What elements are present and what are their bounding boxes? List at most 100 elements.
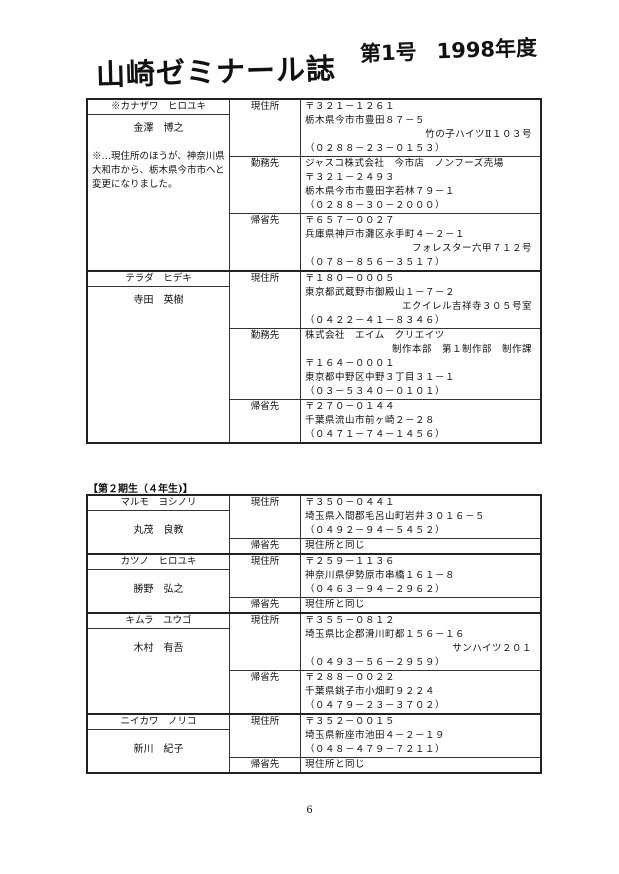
address-line: （０４７９－２３－３７０２） (305, 700, 446, 711)
address-line: 〒３５２－００１５ (305, 716, 396, 727)
name-kana: テラダ ヒデキ (88, 272, 229, 287)
name-kanji: 金澤 博之 (133, 123, 184, 134)
address-row: 帰省先〒２８８－００２２ 千葉県銚子市小畑町９２２４ （０４７９－２３－３７０２） (230, 671, 540, 713)
issue-info: 第1号 1998年度 (359, 31, 557, 68)
address-row: 現住所〒３５２－００１５ 埼玉県新座市池田４－２－１９ （０４８－４７９－７２１１） (230, 715, 540, 758)
address-line: （０４８－４７９－７２１１） (305, 744, 446, 755)
address-row: 現住所〒３２１－１２６１ 栃木県今市市豊田８７－５ 竹の子ハイツⅡ１０３号 （０２８８… (230, 100, 540, 157)
person-cell: テラダ ヒデキ寺田 英樹 (88, 272, 230, 442)
person-cell: ※カナザワ ヒロユキ金澤 博之 ※…現住所のほうが、神奈川県大和市から、栃木県今市… (88, 100, 230, 270)
address-line: （０２８８－２３－０１５３） (305, 143, 446, 154)
address-row: 帰省先〒６５７－００２７ 兵庫県神戸市灘区永手町４－２－１ フォレスター六甲７１２号… (230, 214, 540, 270)
person-cell: カツノ ヒロユキ勝野 弘之 (88, 555, 230, 612)
address-type-label: 現住所 (230, 555, 301, 597)
address-line: ジャスコ株式会社 今市店 ノンフーズ売場 (305, 158, 504, 169)
address-line: 〒６５７－００２７ (305, 215, 396, 226)
address-line: （０４７１－７４－１４５６） (305, 429, 446, 440)
name-kana: ※カナザワ ヒロユキ (88, 100, 229, 115)
address-line: 〒３２１－２４９３ (305, 172, 396, 183)
address-type-label: 現住所 (230, 614, 301, 670)
address-line: 神奈川県伊勢原市串橋１６１－８ (305, 570, 456, 581)
address-list: 現住所〒３５２－００１５ 埼玉県新座市池田４－２－１９ （０４８－４７９－７２１１）… (230, 715, 540, 772)
address-line: 制作本部 第１制作部 制作課 (391, 344, 532, 355)
address-lines: 〒３２１－１２６１ 栃木県今市市豊田８７－５ 竹の子ハイツⅡ１０３号 （０２８８－２３… (301, 100, 540, 156)
address-row: 現住所〒２５９－１１３６ 神奈川県伊勢原市串橋１６１－８ （０４６３－９４－２９６２… (230, 555, 540, 598)
page-number: 6 (306, 805, 313, 816)
address-lines: 現住所と同じ (301, 598, 540, 612)
issue-year: 1998年度 (436, 35, 538, 64)
address-line: 千葉県銚子市小畑町９２２４ (305, 686, 436, 697)
address-lines: 〒２８８－００２２ 千葉県銚子市小畑町９２２４ （０４７９－２３－３７０２） (301, 671, 540, 713)
address-line: 〒２５９－１１３６ (305, 556, 396, 567)
address-line: 埼玉県入間郡毛呂山町岩井３０１６－５ (305, 511, 486, 522)
issue-number: 第1号 (359, 40, 418, 66)
name-kana: キムラ ユウゴ (88, 614, 229, 629)
address-type-label: 帰省先 (230, 214, 301, 270)
address-line: 東京都武蔵野市御殿山１－７－２ (305, 287, 456, 298)
address-line: フォレスター六甲７１２号 (411, 243, 532, 254)
address-line: 竹の子ハイツⅡ１０３号 (425, 129, 532, 140)
address-type-label: 帰省先 (230, 758, 301, 772)
address-line: 〒１８０－０００５ (305, 273, 396, 284)
address-lines: ジャスコ株式会社 今市店 ノンフーズ売場〒３２１－２４９３ 栃木県今市市豊田字若林… (301, 157, 540, 213)
address-line: 〒２８８－００２２ (305, 672, 396, 683)
name-kana: マルモ ヨシノリ (88, 496, 229, 511)
address-line: （０２８８－３０－２０００） (305, 200, 446, 211)
address-line: （０４９２－９４－５４５２） (305, 525, 446, 536)
name-kanji: 丸茂 良教 (133, 525, 184, 536)
address-type-label: 帰省先 (230, 671, 301, 713)
address-line: 埼玉県比企郡滑川町都１５６－１６ (305, 629, 466, 640)
address-row: 帰省先現住所と同じ (230, 758, 540, 772)
address-line: 現住所と同じ (305, 759, 366, 770)
address-lines: 現住所と同じ (301, 758, 540, 772)
name-kanji: 木村 有吾 (133, 643, 184, 654)
address-line: （０３－５３４０－０１０１） (305, 386, 446, 397)
address-line: （０７８－８５６－３５１７） (305, 257, 446, 268)
address-line: 栃木県今市市豊田字若林７９－１ (305, 186, 456, 197)
address-line: 兵庫県神戸市灘区永手町４－２－１ (305, 229, 466, 240)
address-row: 勤務先株式会社 エイム クリエイツ制作本部 第１制作部 制作課〒１６４－０００１… (230, 329, 540, 400)
address-line: サンハイツ２０１ (452, 643, 532, 654)
person-entry: ※カナザワ ヒロユキ金澤 博之 ※…現住所のほうが、神奈川県大和市から、栃木県今市… (88, 100, 540, 272)
address-line: （０４９３－５６－２９５９） (305, 657, 446, 668)
address-line: 〒２７０－０１４４ (305, 401, 396, 412)
address-type-label: 現住所 (230, 715, 301, 757)
name-kana: カツノ ヒロユキ (88, 555, 229, 570)
address-line: 栃木県今市市豊田８７－５ (305, 115, 426, 126)
person-cell: キムラ ユウゴ木村 有吾 (88, 614, 230, 713)
address-type-label: 帰省先 (230, 400, 301, 442)
address-type-label: 勤務先 (230, 157, 301, 213)
address-list: 現住所〒３２１－１２６１ 栃木県今市市豊田８７－５ 竹の子ハイツⅡ１０３号 （０２８８… (230, 100, 540, 270)
address-list: 現住所〒３５５－０８１２ 埼玉県比企郡滑川町都１５６－１６ サンハイツ２０１ （０４９… (230, 614, 540, 713)
address-line: 〒３５５－０８１２ (305, 615, 396, 626)
person-cell: ニイカワ ノリコ新川 紀子 (88, 715, 230, 772)
address-table-alumni: ※カナザワ ヒロユキ金澤 博之 ※…現住所のほうが、神奈川県大和市から、栃木県今市… (86, 98, 542, 444)
address-line: 〒３２１－１２６１ (305, 101, 396, 112)
name-kana: ニイカワ ノリコ (88, 715, 229, 730)
address-line: 〒１６４－０００１ (305, 358, 396, 369)
address-line: 埼玉県新座市池田４－２－１９ (305, 730, 446, 741)
address-row: 帰省先現住所と同じ (230, 598, 540, 612)
address-table-2nd-gen: マルモ ヨシノリ丸茂 良教現住所 〒３５０－０４４１ 埼玉県入間郡毛呂山町岩井３０１… (86, 494, 542, 774)
person-entry: カツノ ヒロユキ勝野 弘之現住所〒２５９－１１３６ 神奈川県伊勢原市串橋１６１－８… (88, 555, 540, 614)
name-kanji: 新川 紀子 (133, 744, 184, 755)
address-row: 勤務先ジャスコ株式会社 今市店 ノンフーズ売場〒３２１－２４９３ 栃木県今市市豊田… (230, 157, 540, 214)
address-change-note: ※…現住所のほうが、神奈川県大和市から、栃木県今市市へと変更になりました。 (92, 151, 225, 190)
address-lines: 〒２５９－１１３６ 神奈川県伊勢原市串橋１６１－８ （０４６３－９４－２９６２） (301, 555, 540, 597)
address-line: 株式会社 エイム クリエイツ (305, 330, 445, 341)
address-line: 〒３５０－０４４１ (305, 497, 396, 508)
name-kanji: 寺田 英樹 (133, 295, 184, 306)
address-line: （０４６３－９４－２９６２） (305, 584, 446, 595)
address-type-label: 現住所 (230, 100, 301, 156)
